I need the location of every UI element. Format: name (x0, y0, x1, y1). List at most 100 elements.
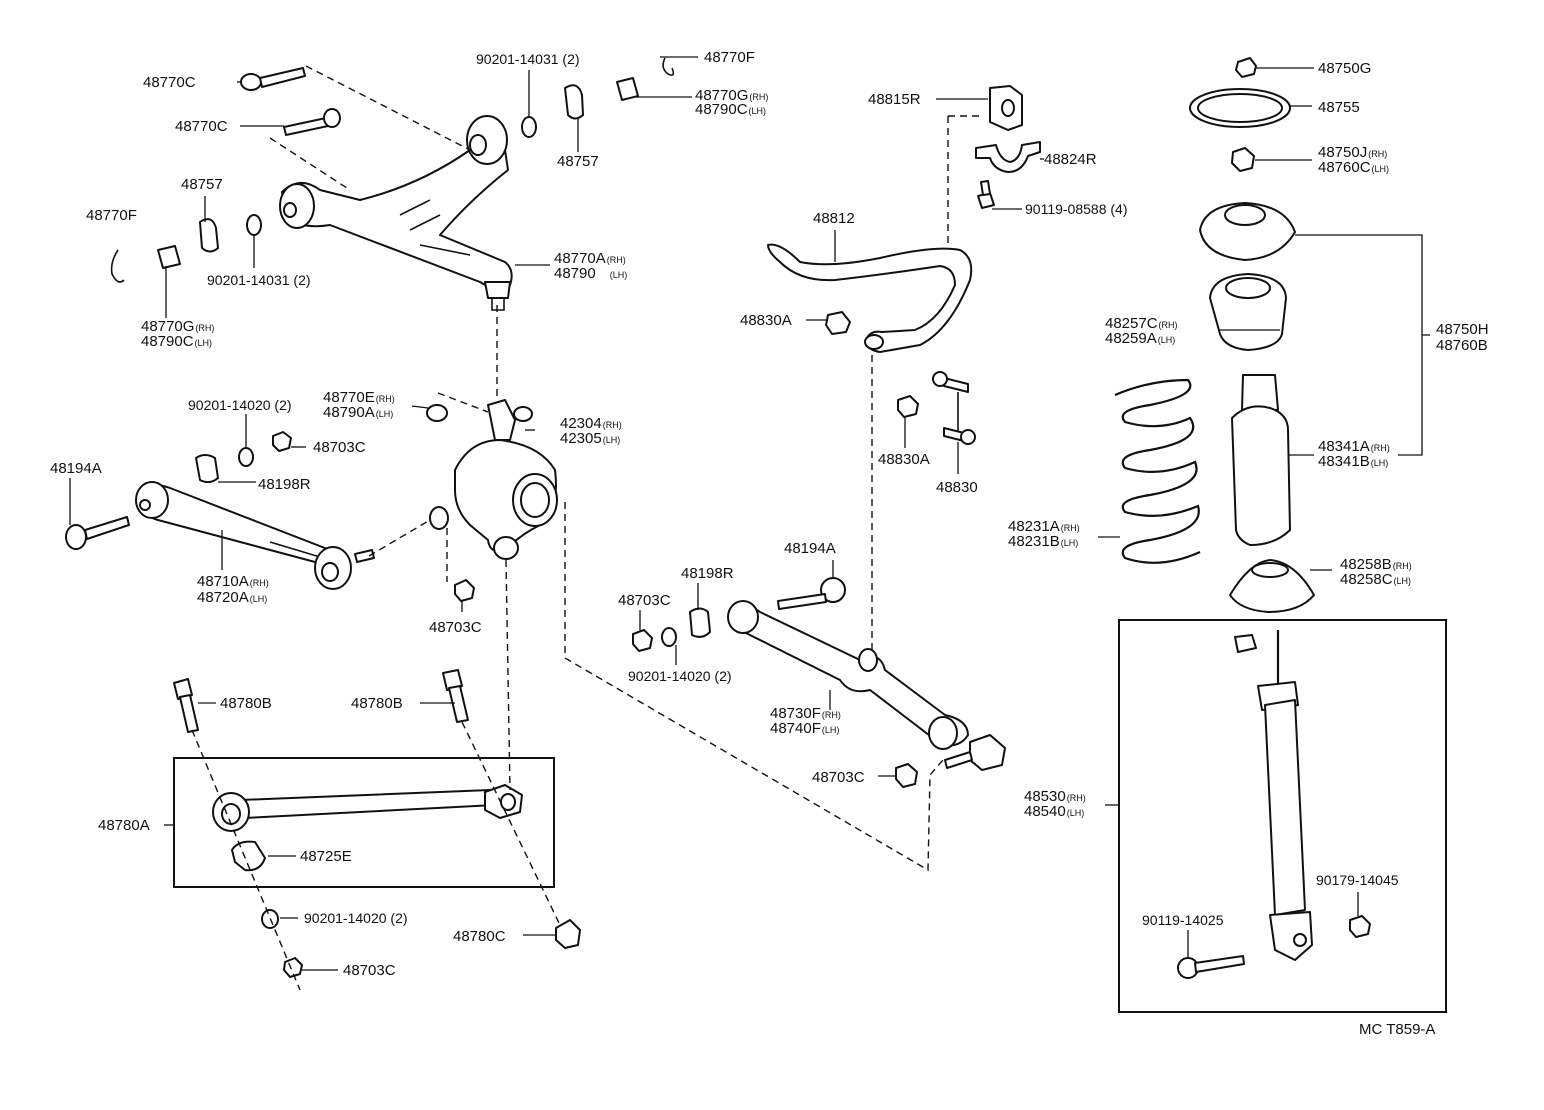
label-48341B: 48341B(LH) (1318, 454, 1388, 469)
label-48770G-left: 48770G(RH) (141, 319, 214, 334)
side-marker: (RH) (1158, 320, 1178, 330)
part-number: 48194A (50, 460, 102, 477)
side-marker: (LH) (1066, 808, 1085, 818)
bolt-48194A-left-icon (65, 516, 130, 550)
part-number: 48770G (141, 318, 195, 335)
bolt-90119-08588-icon (977, 180, 995, 209)
label-48790C-top: 48790C(LH) (695, 102, 766, 117)
part-number: 48770C (143, 74, 196, 91)
nut-48830A-icons (825, 311, 919, 418)
lower-link-48780A (212, 784, 523, 872)
label-48757-left: 48757 (181, 177, 223, 192)
label-48830: 48830 (936, 480, 978, 495)
part-number: 48770G (695, 87, 749, 104)
part-number: 48703C (812, 769, 865, 786)
part-number: 48770E (323, 389, 375, 406)
link-48830-icon (932, 371, 976, 445)
side-marker: (LH) (1060, 538, 1079, 548)
label-48830A-b: 48830A (878, 452, 930, 467)
upper-control-arm (279, 115, 513, 311)
label-48770G-top: 48770G(RH) (695, 88, 768, 103)
label-48757-top: 48757 (557, 154, 599, 169)
label-90119-08588: 90119-08588 (4) (1025, 202, 1127, 216)
part-number: 48812 (813, 210, 855, 227)
side-marker: (RH) (606, 255, 626, 265)
assembly-lines (191, 65, 980, 991)
part-number: 48198R (681, 565, 734, 582)
label-48780B-a: 48780B (220, 696, 272, 711)
part-number: 48198R (258, 476, 311, 493)
label-48730F: 48730F(RH) (770, 706, 841, 721)
coil-spring-48231 (1114, 378, 1201, 564)
label-48812: 48812 (813, 211, 855, 226)
label-48780B-b: 48780B (351, 696, 403, 711)
label-48703C-c: 48703C (343, 963, 396, 978)
part-number: 48703C (343, 962, 396, 979)
label-48198R-left: 48198R (258, 477, 311, 492)
part-number: 48703C (429, 619, 482, 636)
part-number: 48790C (141, 333, 194, 350)
side-marker: (LH) (249, 594, 268, 604)
side-marker: (LH) (609, 270, 628, 280)
part-number: 90179-14045 (1316, 872, 1399, 888)
part-number: 48703C (313, 439, 366, 456)
side-marker: (LH) (194, 338, 213, 348)
label-48760C: 48760C(LH) (1318, 160, 1389, 175)
nut-90179-14045-icon (1349, 915, 1371, 938)
side-marker: (LH) (1371, 164, 1390, 174)
label-48815R: 48815R (868, 92, 921, 107)
lower-arm-48730F (727, 600, 1006, 771)
label-48540: 48540(LH) (1024, 804, 1084, 819)
part-number: 48257C (1105, 315, 1158, 332)
part-number: 48760C (1318, 159, 1371, 176)
label-48770F-top: 48770F (704, 50, 755, 65)
bolt-90119-14025-icon (1177, 955, 1245, 979)
label-48780C: 48780C (453, 929, 506, 944)
part-number: 48258B (1340, 556, 1392, 573)
label-48258B: 48258B(RH) (1340, 557, 1412, 572)
part-number: 42304 (560, 415, 602, 432)
bolt-48770C-a-icon (240, 67, 306, 91)
side-marker: (LH) (1370, 458, 1389, 468)
side-marker: (LH) (748, 106, 767, 116)
side-marker: (RH) (1060, 523, 1080, 533)
side-marker: (RH) (749, 92, 769, 102)
clip-48770F-icons (110, 57, 675, 283)
part-number: 48780A (98, 817, 150, 834)
label-48710A: 48710A(RH) (197, 574, 269, 589)
shock-absorber-48530 (1234, 630, 1313, 961)
side-marker: (LH) (1157, 335, 1176, 345)
label-48790C-left: 48790C(LH) (141, 334, 212, 349)
side-marker: (LH) (375, 409, 394, 419)
part-number: 48790C (695, 101, 748, 118)
label-48703C-e: 48703C (812, 770, 865, 785)
part-number: 48740F (770, 720, 821, 737)
part-number: 48790 (554, 265, 596, 282)
part-number: 48720A (197, 589, 249, 606)
side-marker: (RH) (249, 578, 269, 588)
label-48725E: 48725E (300, 849, 352, 864)
label-48750H: 48750H (1436, 322, 1489, 337)
label-48750G: 48750G (1318, 61, 1371, 76)
label-48770C-b: 48770C (175, 119, 228, 134)
label-48830A-a: 48830A (740, 313, 792, 328)
part-number: 48530 (1024, 788, 1066, 805)
part-number: 48770C (175, 118, 228, 135)
label-48770F-left: 48770F (86, 208, 137, 223)
label-48790A: 48790A(LH) (323, 405, 393, 420)
side-marker: (LH) (602, 435, 621, 445)
part-number: 90119-08588 (4) (1025, 201, 1128, 217)
label-48258C: 48258C(LH) (1340, 572, 1411, 587)
part-number: 48770F (704, 49, 755, 66)
part-number: 90119-14025 (1142, 912, 1224, 928)
label-48194A-left: 48194A (50, 461, 102, 476)
label-90201-14031-left: 90201-14031 (2) (207, 273, 311, 287)
side-marker: (RH) (375, 394, 395, 404)
side-marker: (RH) (195, 323, 215, 333)
label-48720A: 48720A(LH) (197, 590, 267, 605)
part-number: 48231A (1008, 518, 1060, 535)
side-marker: (LH) (821, 725, 840, 735)
part-number: 48824R (1044, 151, 1097, 168)
label-48231A: 48231A(RH) (1008, 519, 1080, 534)
